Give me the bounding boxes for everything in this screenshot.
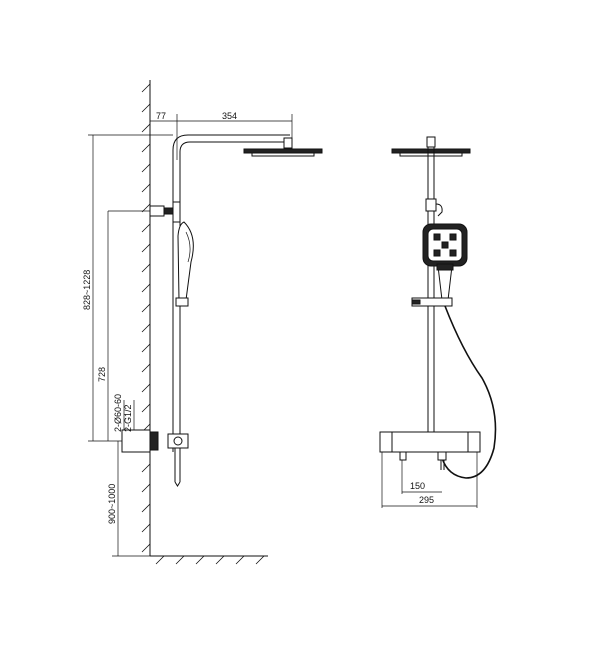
dimension-valve-offset: 150 [410,481,425,491]
dimension-install-height: 900~1000 [107,484,117,524]
spray-nozzles [433,233,457,257]
front-mixer-valve [379,431,481,470]
dimension-arm-length: 354 [222,111,237,121]
dimension-slide-height: 728 [97,367,107,382]
wall-hatching [141,83,265,565]
dimension-offset: 77 [156,111,166,121]
wall-bracket [149,201,181,223]
hand-shower [175,221,194,307]
dimension-height-range: 828~1228 [82,270,92,310]
front-riser-pipe [427,147,435,432]
front-hose [441,305,497,479]
riser-pipe [172,134,290,452]
front-wall-bracket [425,198,443,217]
front-slide-holder [411,297,453,307]
dimension-vertical [88,134,173,557]
side-view: 77 354 828~1228 728 2-Ø60-60 2-G1/2 900~… [82,80,323,565]
front-view: 150 295 [379,136,497,508]
dimension-outlet-spacing: 2-Ø60-60 [113,394,123,432]
dimension-thread: 2-G1/2 [123,404,133,432]
mixer-valve [121,429,189,487]
front-overhead-shower-head [391,136,471,157]
front-hand-shower [422,223,468,301]
dimension-valve-width: 295 [419,495,434,505]
wall [141,80,268,565]
dimension-top: 77 354 [150,111,293,160]
overhead-shower-head [243,137,323,157]
dimension-bottom: 150 295 [381,452,478,508]
